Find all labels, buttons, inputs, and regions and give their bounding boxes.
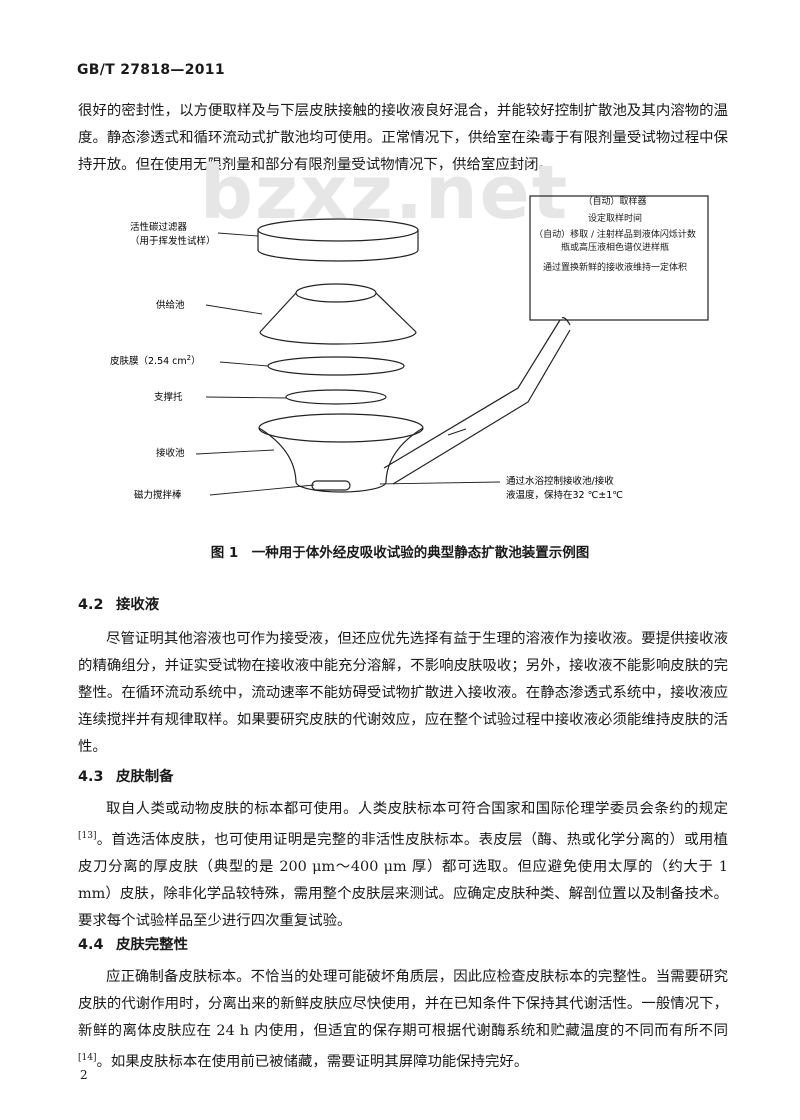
sampler-box-shape bbox=[529, 195, 709, 321]
section-title: 皮肤制备 bbox=[116, 769, 174, 785]
diffusion-cell-figure: 活性碳过滤器 （用于挥发性试样） 供给池 皮肤膜（2.54 cm2） 支撑托 接… bbox=[110, 195, 709, 501]
intro-paragraph: 很好的密封性，以方便取样及与下层皮肤接触的接收液良好混合，并能较好控制扩散池及其… bbox=[78, 103, 728, 173]
section-heading-4-4: 4.4 皮肤完整性 bbox=[78, 933, 188, 954]
standard-code: GB/T 27818—2011 bbox=[77, 62, 225, 78]
section-number: 4.4 bbox=[78, 937, 104, 953]
box-line: 通过置换新鲜的接收液维持一定体积 bbox=[542, 263, 687, 273]
box-line: （自动）取样器 bbox=[583, 197, 647, 207]
section-number: 4.3 bbox=[78, 769, 104, 785]
sampling-tube-shape bbox=[383, 317, 571, 485]
reference-mark: [14] bbox=[78, 1053, 97, 1063]
section-title: 接收液 bbox=[116, 597, 160, 613]
section-body-4-4: 应正确制备皮肤标本。不恰当的处理可能破坏角质层，因此应检查皮肤标本的完整性。当需… bbox=[78, 969, 728, 1070]
section-title: 皮肤完整性 bbox=[116, 937, 188, 953]
label-skin: 皮肤膜（2.54 cm2） bbox=[110, 354, 201, 367]
skin-membrane-shape bbox=[267, 356, 405, 376]
section-heading-4-2: 4.2 接收液 bbox=[78, 593, 159, 614]
label-water-bath-2: 液温度，保持在32 ℃±1℃ bbox=[506, 489, 623, 501]
label-support: 支撑托 bbox=[154, 391, 183, 403]
figure-caption: 图 1 一种用于体外经皮吸收试验的典型静态扩散池装置示例图 bbox=[210, 545, 590, 561]
sampler-box-text: （自动）取样器 设定取样时间 （自动）移取 / 注射样品到液体闪烁计数瓶或高压液… bbox=[530, 196, 700, 279]
label-filter: 活性碳过滤器 bbox=[130, 221, 188, 233]
reference-mark: [13] bbox=[78, 831, 97, 841]
label-donor: 供给池 bbox=[156, 299, 185, 311]
support-shape bbox=[285, 389, 387, 405]
label-receptor: 接收池 bbox=[156, 447, 185, 459]
section-heading-4-3: 4.3 皮肤制备 bbox=[78, 765, 174, 786]
label-water-bath-1: 通过水浴控制接收池/接收 bbox=[506, 475, 614, 487]
page-number: 2 bbox=[80, 1068, 88, 1082]
filter-shape bbox=[257, 218, 419, 262]
label-filter-note: （用于挥发性试样） bbox=[130, 235, 216, 247]
box-line: 设定取样时间 bbox=[587, 213, 642, 224]
label-stirrer: 磁力搅拌棒 bbox=[134, 489, 182, 501]
donor-chamber-shape bbox=[259, 283, 417, 345]
section-number: 4.2 bbox=[78, 597, 104, 613]
section-body-4-2: 尽管证明其他溶液也可作为接受液，但还应优先选择有益于生理的溶液作为接收液。要提供… bbox=[78, 631, 728, 755]
watermark: bzxz.net bbox=[200, 150, 570, 236]
box-line: （自动）移取 / 注射样品到液体闪烁计数瓶或高压液相色谱仪进样瓶 bbox=[534, 230, 696, 253]
section-body-4-3: 取自人类或动物皮肤的标本都可使用。人类皮肤标本可符合国家和国际伦理学委员会条约的… bbox=[78, 801, 728, 929]
